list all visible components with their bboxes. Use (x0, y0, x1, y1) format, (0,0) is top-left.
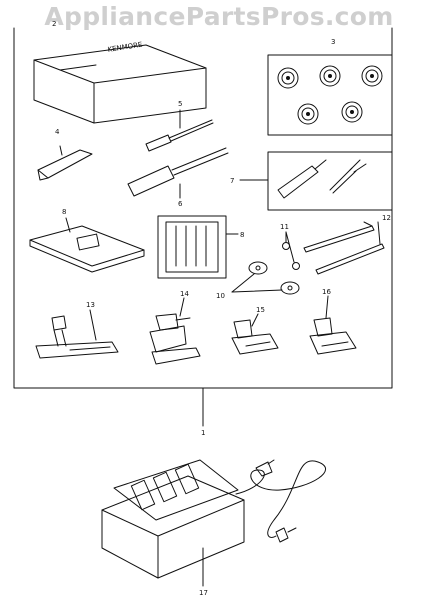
tools-panel (267, 151, 393, 211)
spool-pins (303, 225, 385, 275)
callout-12: 12 (382, 214, 391, 222)
bobbin-icon (361, 65, 383, 87)
tool-part-4 (37, 149, 93, 181)
callout-17: 17 (199, 589, 208, 597)
callout-1: 1 (201, 429, 205, 437)
callout-11: 11 (280, 223, 289, 231)
callout-10: 10 (216, 292, 225, 300)
callout-7: 7 (230, 177, 234, 185)
large-screwdriver (127, 147, 229, 197)
callout-5: 5 (178, 100, 182, 108)
callout-13: 13 (86, 301, 95, 309)
small-screwdriver (145, 119, 214, 152)
needle-plate (29, 225, 145, 273)
bobbin-icon (297, 103, 319, 125)
callout-3: 3 (331, 38, 335, 46)
callout-labels: 2 3 4 5 6 7 8 8 10 11 12 13 14 15 16 1 1… (52, 20, 391, 597)
bobbins-panel (267, 54, 393, 136)
small-washers (282, 242, 300, 270)
presser-foot-16 (309, 317, 357, 355)
callout-8-needles: 8 (240, 231, 244, 239)
foot-controller (101, 459, 326, 579)
watermark: AppliancePartsPros.com (44, 2, 394, 31)
box-brand-text: KENMORE (107, 41, 143, 54)
callout-4: 4 (55, 128, 60, 136)
zipper-foot-15 (231, 319, 279, 355)
callout-6: 6 (178, 200, 183, 208)
bobbin-icon (277, 67, 299, 89)
presser-foot-14 (149, 313, 201, 365)
callout-15: 15 (256, 306, 265, 314)
callout-14: 14 (180, 290, 189, 298)
callout-8-plate: 8 (62, 208, 66, 216)
buttonhole-foot (35, 315, 119, 359)
accessory-bracket (13, 27, 393, 389)
callout-16: 16 (322, 288, 331, 296)
bobbin-icon (341, 101, 363, 123)
bobbin-icon (319, 65, 341, 87)
callout-2: 2 (52, 20, 56, 28)
spool-discs (248, 261, 300, 295)
needle-pack (157, 215, 227, 279)
